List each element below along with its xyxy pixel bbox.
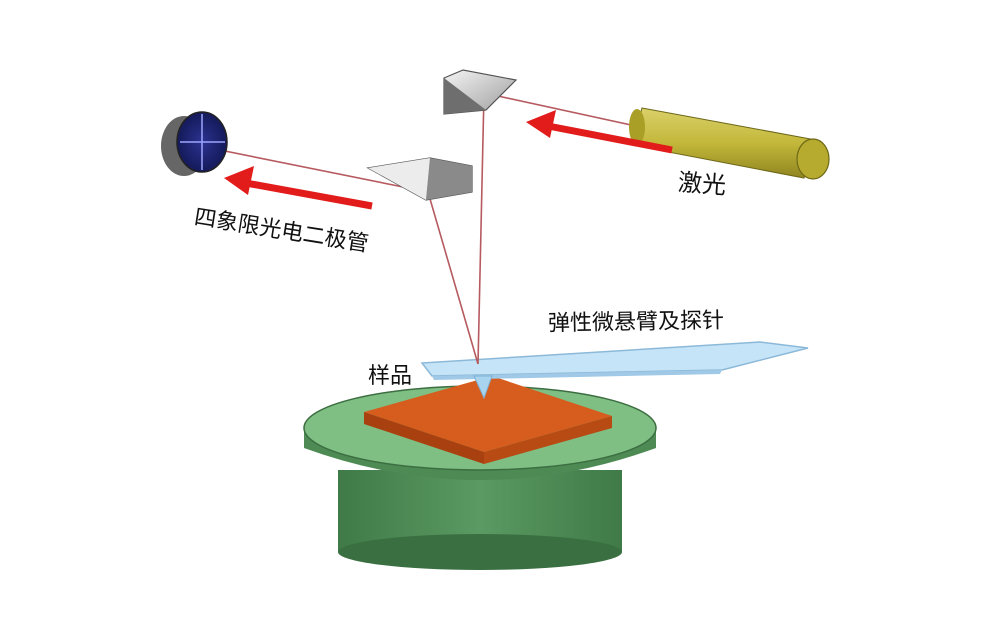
prism-dark-face — [426, 158, 472, 200]
sample-block — [364, 376, 612, 464]
reflector-prism — [366, 157, 473, 201]
sample-label: 样品 — [368, 364, 413, 389]
cantilever-label: 弹性微悬臂及探针 — [547, 308, 725, 337]
beam-mirror-to-cantilever — [477, 92, 485, 365]
laser-beam — [204, 92, 646, 365]
cantilever-edge — [432, 370, 722, 380]
sample-front-left — [364, 412, 484, 464]
prism-light-face — [368, 158, 430, 200]
laser-label: 激光 — [677, 168, 727, 200]
beam-prism-to-detector — [204, 146, 429, 193]
laser-end-cap — [796, 138, 830, 180]
sample-top — [364, 376, 612, 452]
stage-base-bottom — [338, 534, 622, 570]
cantilever-arm — [420, 341, 809, 377]
arrow-laser-direction — [526, 110, 673, 154]
photodiode-detector — [161, 111, 228, 176]
arrow-detector-direction — [224, 166, 373, 210]
beam-laser-to-mirror — [483, 92, 646, 129]
cantilever — [420, 341, 809, 400]
top-mirror-prism — [443, 69, 518, 115]
laser-cylinder — [631, 107, 817, 179]
probe-tip — [473, 375, 493, 400]
sample-front-right — [484, 416, 612, 464]
laser-aperture — [629, 109, 645, 145]
red-arrows — [224, 110, 673, 210]
mirror-shadow-face — [444, 78, 486, 114]
laser-source — [629, 107, 830, 180]
beam-cantilever-to-prism — [427, 191, 479, 365]
